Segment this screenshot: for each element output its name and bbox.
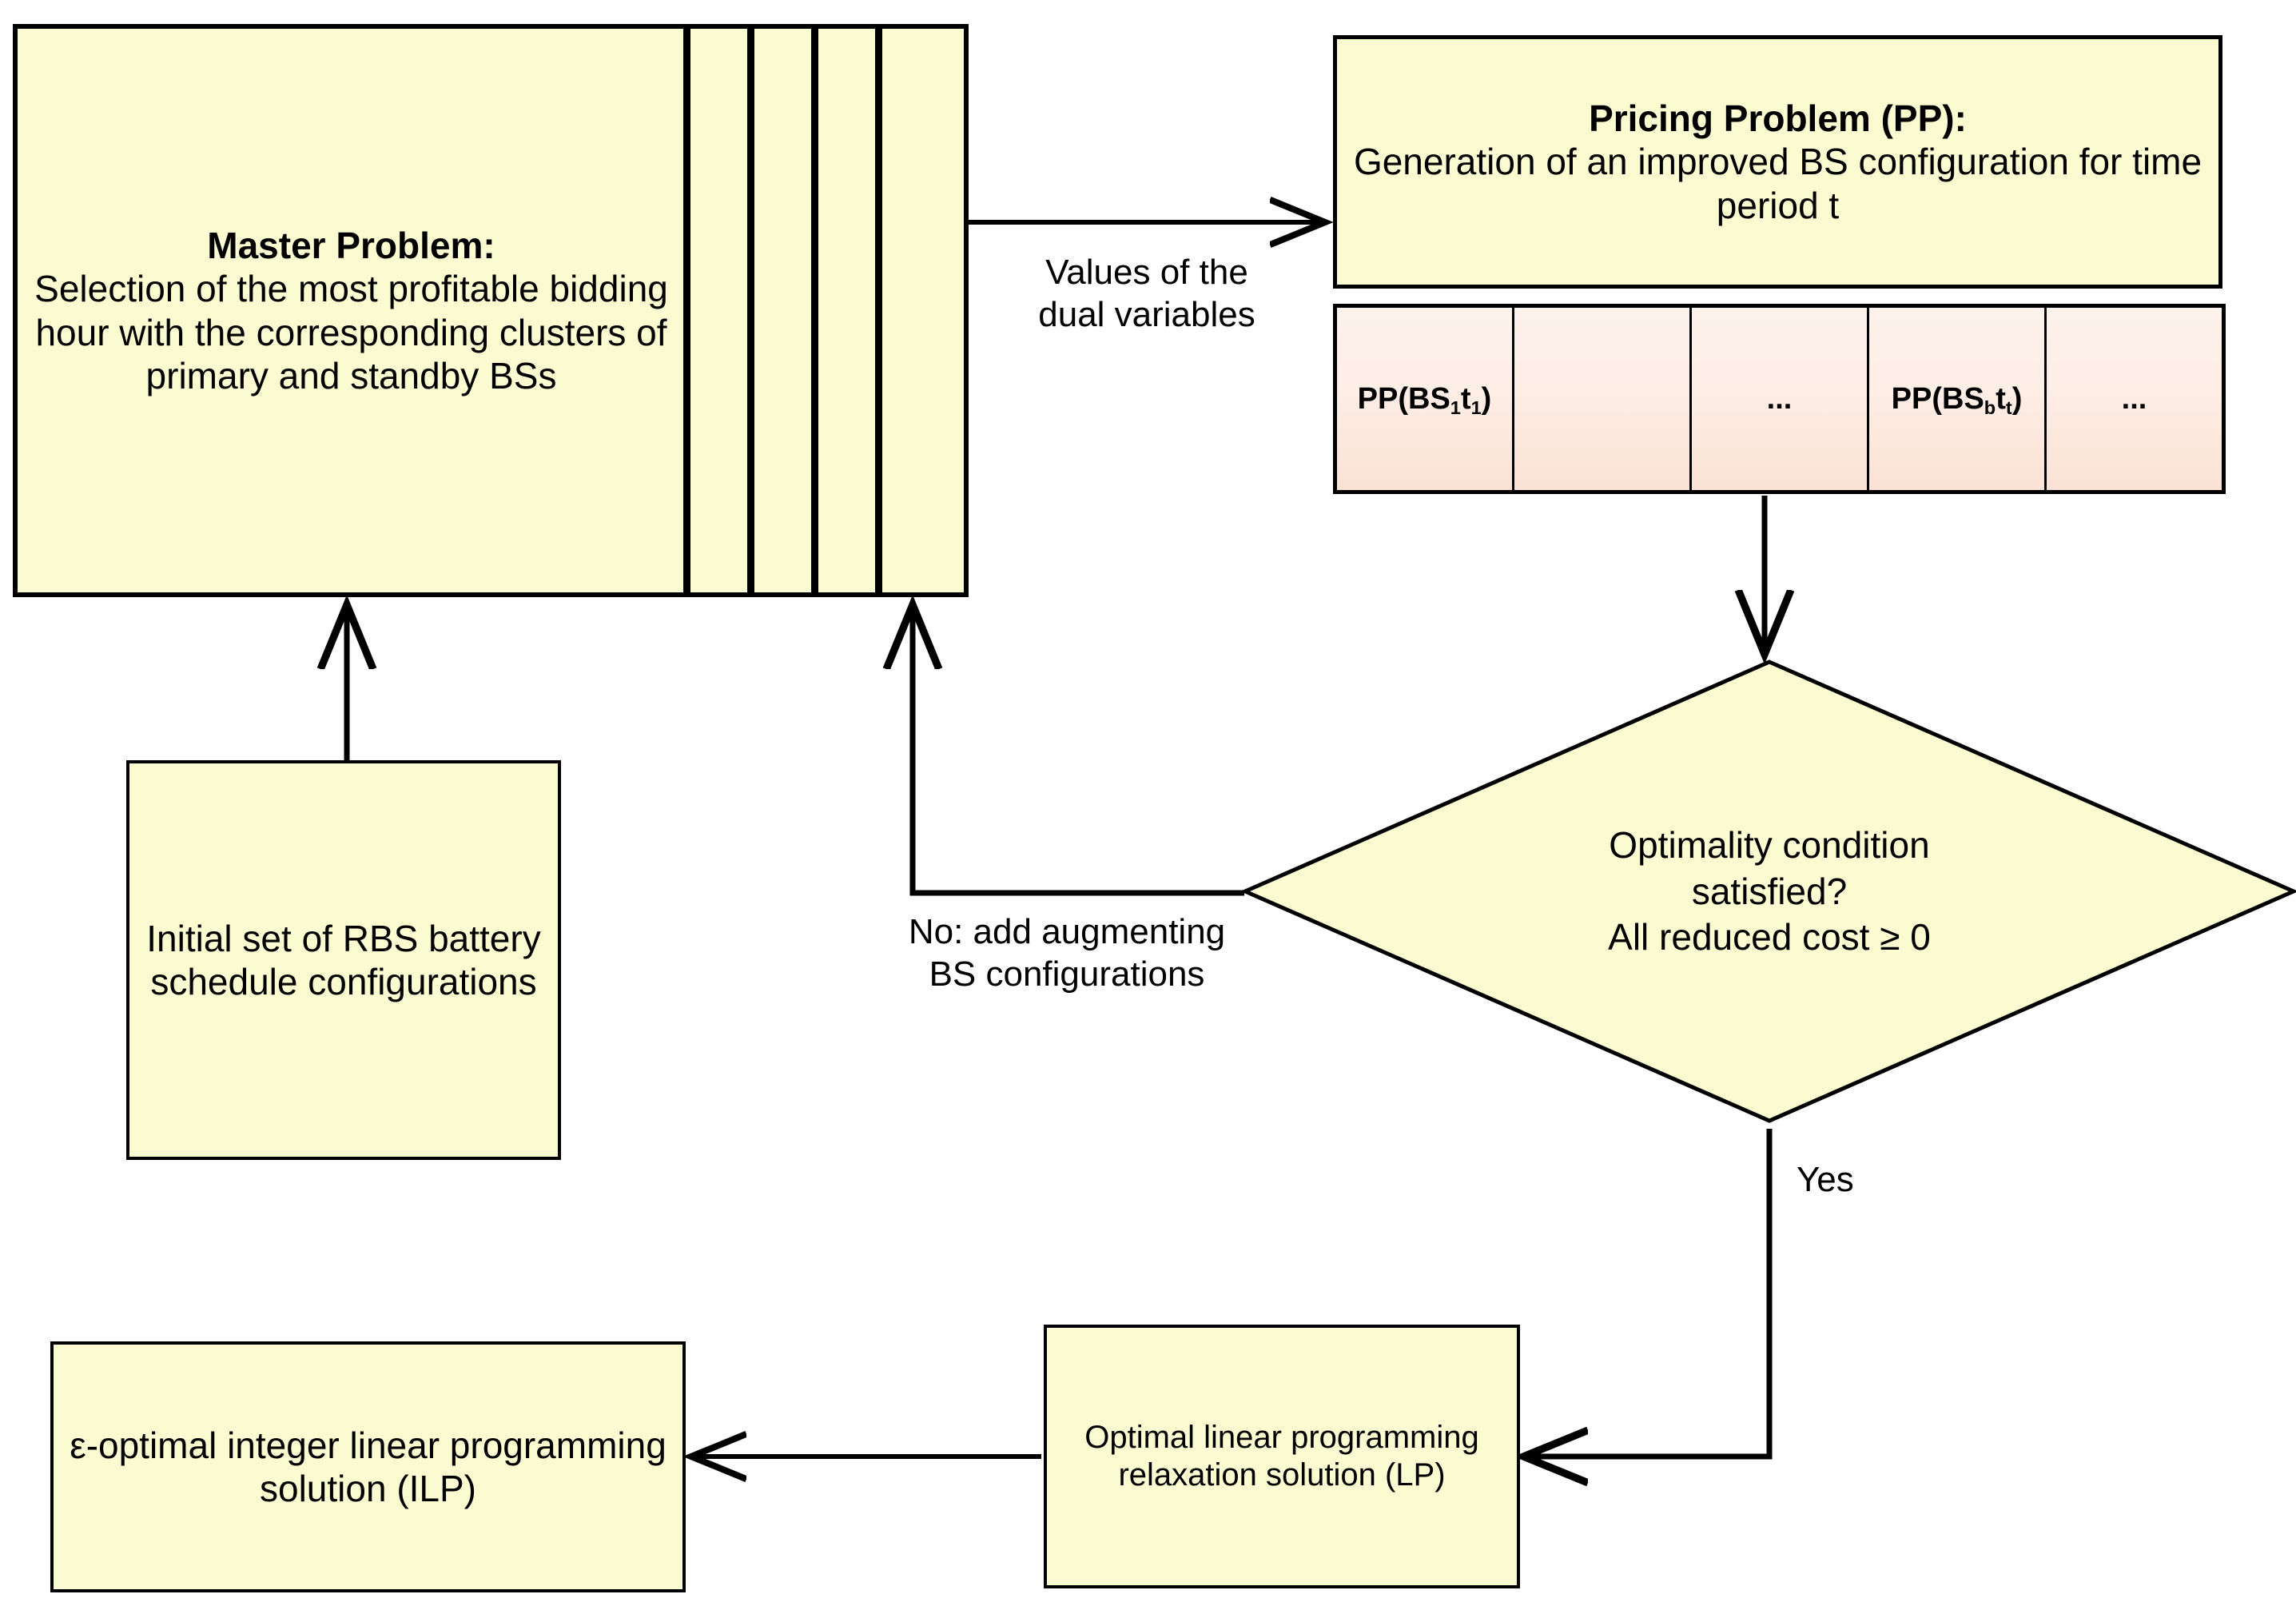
decision-line-1: Optimality condition: [1609, 823, 1930, 866]
master-problem-text-block: Master Problem: Selection of the most pr…: [18, 29, 685, 592]
pp-subproblem-cell-4[interactable]: PP(BSbtt): [1869, 308, 2047, 490]
pricing-problem-title: Pricing Problem (PP):: [1589, 98, 1967, 140]
decision-text-block: Optimality condition satisfied? All redu…: [1401, 823, 2139, 961]
initial-set-box[interactable]: Initial set of RBS battery schedule conf…: [126, 760, 561, 1160]
diamond-shape: [1240, 660, 2296, 1123]
pp-subproblem-cell-1[interactable]: PP(BS1t1): [1337, 308, 1514, 490]
edge-label-dual-variables: Values of the dual variables: [1038, 253, 1255, 334]
lp-solution-label: Optimal linear programming relaxation so…: [1084, 1419, 1479, 1492]
master-problem-title: Master Problem:: [207, 224, 495, 266]
optimality-decision-diamond[interactable]: Optimality condition satisfied? All redu…: [1240, 660, 2296, 1123]
pricing-subproblem-strip: PP(BS1t1) ... PP(BSbtt) ...: [1333, 304, 2226, 494]
pp-subproblem-cell-5[interactable]: ...: [2047, 308, 2222, 490]
ilp-solution-box[interactable]: ε-optimal integer linear programming sol…: [50, 1341, 686, 1592]
master-problem-divider-4: [875, 29, 882, 592]
pp-subproblem-label-4: PP(BSbtt): [1891, 381, 2023, 418]
edge-label-yes: Yes: [1797, 1160, 1854, 1199]
master-problem-divider-1: [683, 29, 690, 592]
master-problem-box[interactable]: Master Problem: Selection of the most pr…: [13, 24, 969, 597]
master-problem-divider-3: [811, 29, 818, 592]
lp-solution-box[interactable]: Optimal linear programming relaxation so…: [1044, 1325, 1520, 1588]
pp-subproblem-label-3: ...: [1766, 381, 1793, 416]
edge-label-no-augmenting: No: add augmenting BS configurations: [908, 912, 1226, 994]
pp-subproblem-label-1: PP(BS1t1): [1357, 381, 1492, 418]
initial-set-label: Initial set of RBS battery schedule conf…: [146, 917, 541, 1002]
pricing-problem-text-block: Pricing Problem (PP): Generation of an i…: [1337, 97, 2218, 227]
master-problem-divider-2: [747, 29, 754, 592]
decision-line-3: All reduced cost ≥ 0: [1608, 915, 1931, 958]
decision-line-2: satisfied?: [1691, 870, 1848, 912]
edge-no-loop-to-master: [913, 608, 1244, 896]
pp-subproblem-cell-3[interactable]: ...: [1692, 308, 1869, 490]
pricing-problem-box[interactable]: Pricing Problem (PP): Generation of an i…: [1333, 35, 2222, 289]
pp-subproblem-cell-2[interactable]: [1514, 308, 1692, 490]
pricing-problem-body: Generation of an improved BS configurati…: [1353, 141, 2202, 226]
edge-yes-to-lp: [1526, 1129, 1773, 1457]
ilp-solution-label: ε-optimal integer linear programming sol…: [70, 1424, 667, 1509]
master-problem-body: Selection of the most profitable bidding…: [34, 268, 668, 397]
pp-subproblem-label-5: ...: [2121, 381, 2147, 416]
